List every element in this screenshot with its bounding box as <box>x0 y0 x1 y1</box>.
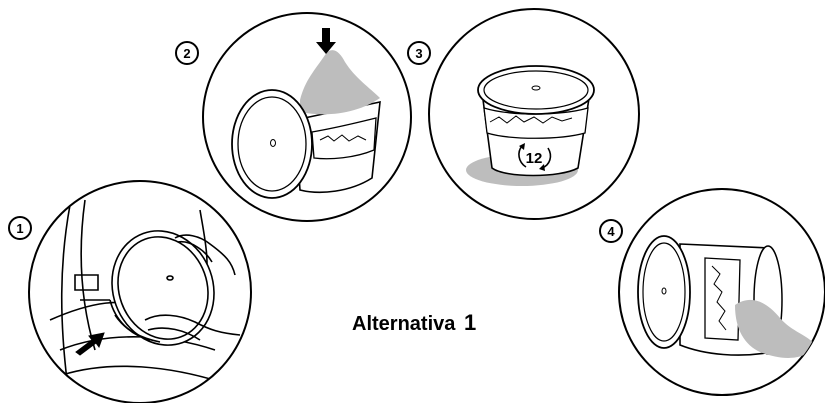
step-3-badge: 3 <box>407 41 431 65</box>
caption-text: Alternativa <box>352 313 455 335</box>
step-1-illustration <box>29 181 251 403</box>
step-2-illustration <box>203 13 411 221</box>
step-4-badge: 4 <box>599 219 623 243</box>
step-4-illustration <box>619 189 825 395</box>
step-3-illustration: 12 <box>429 9 639 219</box>
alternative-caption: Alternativa 1 <box>352 310 476 336</box>
step-1-badge: 1 <box>8 216 32 240</box>
caption-number: 1 <box>464 310 476 335</box>
step-2-badge: 2 <box>175 41 199 65</box>
rotation-count-label: 12 <box>526 150 543 167</box>
